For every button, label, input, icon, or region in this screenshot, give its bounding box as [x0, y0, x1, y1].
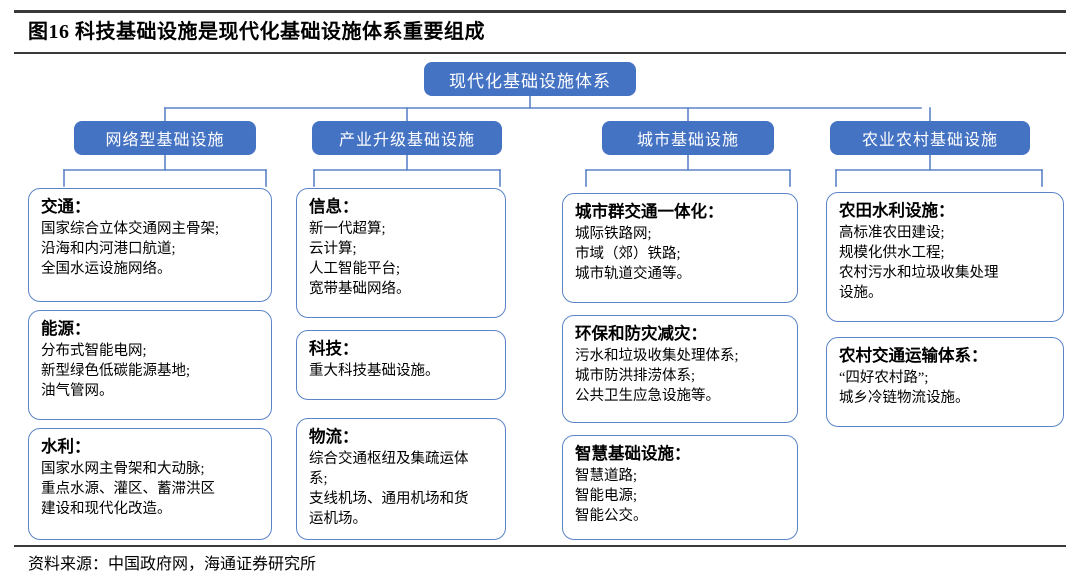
leaf-line: 新型绿色低碳能源基地; — [41, 363, 191, 379]
leaf-line: 运机场。 — [309, 511, 367, 527]
page-title: 图16 科技基础设施是现代化基础设施体系重要组成 — [28, 21, 485, 43]
leaf-line: 国家综合立体交通网主骨架; — [41, 221, 220, 237]
leaf-title: 农田水利设施： — [839, 201, 955, 220]
category-header-3[interactable]: 农业农村基础设施 — [830, 121, 1030, 155]
root-node-label: 现代化基础设施体系 — [449, 71, 611, 91]
leaf-line: 新一代超算; — [309, 221, 386, 237]
leaf-title: 水利： — [41, 437, 91, 456]
leaf-box[interactable]: 环保和防灾减灾： 污水和垃圾收集处理体系; 城市防洪排涝体系; 公共卫生应急设施… — [562, 315, 798, 423]
leaf-line: 设施。 — [839, 285, 883, 301]
leaf-line: 智慧道路; — [575, 468, 638, 484]
leaf-box[interactable]: 农田水利设施： 高标准农田建设; 规模化供水工程; 农村污水和垃圾收集处理 设施… — [826, 192, 1064, 322]
leaf-line: 沿海和内河港口航道; — [41, 241, 176, 257]
leaf-box[interactable]: 能源： 分布式智能电网; 新型绿色低碳能源基地; 油气管网。 — [28, 310, 272, 420]
leaf-line: 农村污水和垃圾收集处理 — [839, 265, 999, 281]
leaf-line: 支线机场、通用机场和货 — [309, 491, 469, 507]
leaf-line: 规模化供水工程; — [839, 245, 945, 261]
leaf-line: “四好农村路”; — [839, 370, 929, 386]
leaf-box[interactable]: 智慧基础设施： 智慧道路; 智能电源; 智能公交。 — [562, 435, 798, 540]
leaf-line: 公共卫生应急设施等。 — [575, 388, 720, 404]
category-header-label: 城市基础设施 — [636, 132, 739, 149]
leaf-title: 环保和防灾减灾： — [575, 324, 707, 343]
leaf-line: 市域（郊）铁路; — [575, 246, 681, 262]
leaf-box[interactable]: 科技： 重大科技基础设施。 — [296, 330, 506, 400]
leaf-line: 油气管网。 — [41, 383, 114, 399]
leaf-title: 农村交通运输体系： — [839, 346, 988, 365]
leaf-line: 高标准农田建设; — [839, 225, 945, 241]
leaf-line: 污水和垃圾收集处理体系; — [575, 348, 739, 364]
leaf-title: 交通： — [41, 197, 91, 216]
category-header-label: 产业升级基础设施 — [338, 132, 475, 149]
leaf-title: 城市群交通一体化： — [575, 202, 724, 221]
category-header-0[interactable]: 网络型基础设施 — [74, 121, 256, 155]
leaf-line: 人工智能平台; — [309, 261, 401, 277]
title-rule-bottom — [14, 52, 1066, 54]
leaf-box[interactable]: 农村交通运输体系： “四好农村路”; 城乡冷链物流设施。 — [826, 337, 1064, 427]
source-note: 资料来源：中国政府网，海通证券研究所 — [28, 556, 317, 573]
leaf-line: 建设和现代化改造。 — [41, 501, 172, 517]
leaf-line: 城市防洪排涝体系; — [575, 368, 696, 384]
leaf-line: 宽带基础网络。 — [309, 281, 411, 297]
root-node[interactable]: 现代化基础设施体系 — [424, 62, 636, 96]
leaf-line: 智能公交。 — [575, 508, 648, 524]
category-header-label: 农业农村基础设施 — [861, 132, 998, 149]
leaf-line: 综合交通枢纽及集疏运体 — [309, 451, 469, 467]
leaf-line: 智能电源; — [575, 488, 638, 504]
leaf-title: 能源： — [41, 319, 91, 338]
leaf-box[interactable]: 物流： 综合交通枢纽及集疏运体 系; 支线机场、通用机场和货 运机场。 — [296, 418, 506, 540]
category-header-2[interactable]: 城市基础设施 — [602, 121, 774, 155]
leaf-line: 重大科技基础设施。 — [309, 363, 440, 379]
leaf-title: 智慧基础设施： — [575, 444, 691, 463]
leaf-title: 信息： — [309, 197, 359, 216]
leaf-line: 城乡冷链物流设施。 — [839, 390, 970, 406]
leaf-title: 物流： — [309, 427, 359, 446]
leaf-box[interactable]: 交通： 国家综合立体交通网主骨架; 沿海和内河港口航道; 全国水运设施网络。 — [28, 188, 272, 302]
leaf-box[interactable]: 水利： 国家水网主骨架和大动脉; 重点水源、灌区、蓄滞洪区 建设和现代化改造。 — [28, 428, 272, 540]
category-header-label: 网络型基础设施 — [105, 132, 225, 149]
leaf-line: 全国水运设施网络。 — [41, 261, 172, 277]
leaf-line: 云计算; — [309, 241, 357, 257]
leaf-line: 城市轨道交通等。 — [575, 266, 691, 282]
source-rule — [14, 545, 1066, 547]
leaf-box[interactable]: 城市群交通一体化： 城际铁路网; 市域（郊）铁路; 城市轨道交通等。 — [562, 193, 798, 303]
leaf-line: 分布式智能电网; — [41, 343, 147, 359]
leaf-line: 重点水源、灌区、蓄滞洪区 — [41, 481, 215, 497]
leaf-line: 城际铁路网; — [575, 226, 652, 242]
leaf-line: 系; — [309, 471, 328, 487]
leaf-title: 科技： — [309, 339, 359, 358]
title-rule-top — [14, 10, 1066, 13]
category-header-1[interactable]: 产业升级基础设施 — [312, 121, 502, 155]
leaf-box[interactable]: 信息： 新一代超算; 云计算; 人工智能平台; 宽带基础网络。 — [296, 188, 506, 318]
leaf-line: 国家水网主骨架和大动脉; — [41, 461, 205, 477]
